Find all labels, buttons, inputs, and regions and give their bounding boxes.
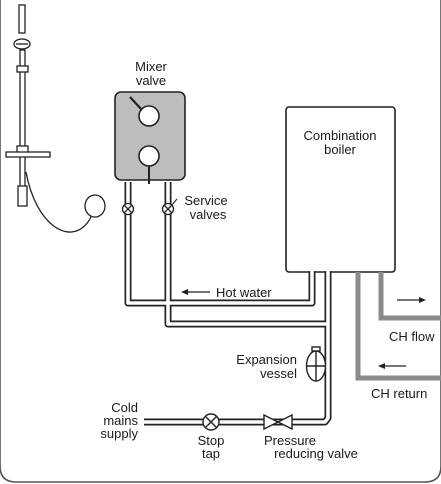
ch-flow-arrow <box>397 297 426 303</box>
service-valve-hot <box>121 202 135 216</box>
stop-tap-label-line1: Stop <box>198 433 225 448</box>
shower-rail-top-bracket <box>18 4 26 34</box>
boiler-label-line1: Combination <box>304 128 377 143</box>
pressure-reducing-valve <box>263 413 293 431</box>
service-valves <box>121 202 175 216</box>
water-pipes <box>124 182 332 426</box>
hot-water-label: Hot water <box>216 285 272 300</box>
combination-boiler <box>285 106 396 273</box>
cold-mains-label-line1: Cold <box>111 400 138 415</box>
ch-return-arrow <box>378 363 406 369</box>
stop-tap <box>202 413 220 431</box>
boiler-label-line2: boiler <box>324 142 356 157</box>
shower-handset <box>84 194 106 218</box>
expansion-vessel <box>305 346 327 382</box>
shower-hose <box>25 171 96 233</box>
stop-tap-label-line2: tap <box>202 446 220 461</box>
pressure-valve-label-line2: reducing valve <box>274 446 358 461</box>
mixer-temperature-knob <box>138 105 160 127</box>
hot-water-arrow <box>181 289 210 295</box>
ch-return-pipe <box>355 272 441 381</box>
pressure-valve-label-line1: Pressure <box>264 433 316 448</box>
mixer-valve-label-line1: Mixer <box>135 59 167 74</box>
service-valves-label-line2: valves <box>190 207 227 222</box>
flow-arrows <box>181 289 426 369</box>
shower-soap-shelf <box>5 151 51 158</box>
mixer-valve <box>114 91 186 184</box>
cold-mains-label-line2: mains <box>103 413 138 428</box>
ch-flow-pipe <box>378 272 441 321</box>
mixer-flow-knob <box>138 145 160 167</box>
central-heating-pipes <box>355 272 441 381</box>
service-valves-leader <box>171 198 178 206</box>
service-valve-cold <box>161 202 175 216</box>
shower-kit <box>5 4 106 233</box>
expansion-vessel-label-line2: vessel <box>260 366 297 381</box>
cold-mains-pipe <box>144 324 332 426</box>
ch-return-label: CH return <box>371 386 427 401</box>
expansion-vessel-label-line1: Expansion <box>236 352 297 367</box>
cold-mains-label-line3: supply <box>100 426 138 441</box>
ch-flow-label: CH flow <box>389 329 435 344</box>
service-valves-label-line1: Service <box>184 193 227 208</box>
mixer-valve-label-line2: valve <box>136 73 166 88</box>
